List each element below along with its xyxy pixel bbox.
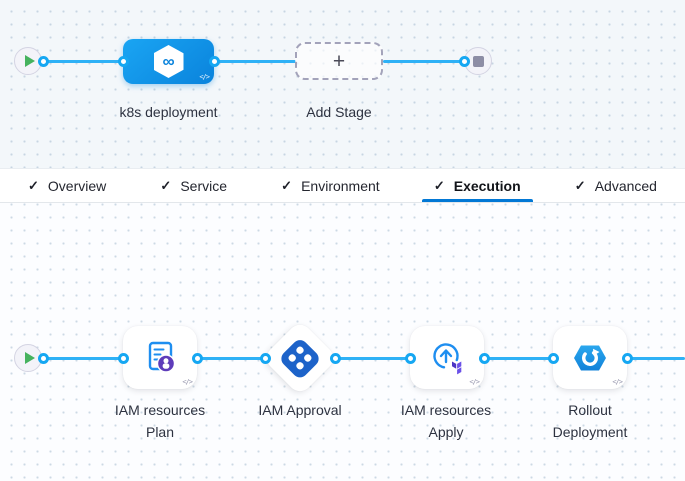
stop-icon: [472, 55, 484, 67]
stage-config-tabs: ✓ Overview ✓ Service ✓ Environment ✓ Exe…: [0, 168, 685, 203]
step-label: IAM resources Plan: [114, 402, 206, 440]
terraform-apply-icon: [433, 342, 462, 374]
stage-node-k8s-deployment[interactable]: ∞ </>: [123, 39, 214, 84]
check-icon: ✓: [433, 177, 445, 193]
tab-advanced[interactable]: ✓ Advanced: [563, 169, 669, 202]
code-toggle-icon: </>: [199, 73, 210, 81]
step-label: IAM resources Apply: [400, 402, 492, 440]
check-icon: ✓: [574, 177, 586, 193]
stage-label: k8s deployment: [119, 104, 218, 120]
step-in-port: [260, 352, 271, 364]
step-out-port: [191, 352, 203, 364]
connector-line: [214, 59, 296, 63]
play-icon: [24, 352, 35, 364]
start-out-port: [38, 352, 49, 364]
pipeline-start-node: [14, 47, 42, 75]
tab-service[interactable]: ✓ Service: [148, 169, 239, 202]
connector-line: [484, 356, 555, 360]
connector-line: [627, 356, 685, 360]
connector-line: [335, 356, 412, 360]
step-out-port: [330, 352, 341, 364]
connector-line: [197, 356, 266, 360]
tab-label: Environment: [301, 177, 380, 194]
connector-line: [383, 59, 464, 63]
tab-label: Advanced: [594, 177, 657, 194]
step-label: IAM Approval: [258, 402, 342, 418]
add-stage-label: Add Stage: [306, 104, 372, 120]
tab-label: Overview: [47, 177, 107, 194]
play-icon: [24, 55, 35, 67]
step-out-port: [621, 352, 633, 364]
code-toggle-icon: </>: [182, 378, 193, 386]
step-label: Rollout Deployment: [552, 402, 628, 440]
tab-overview[interactable]: ✓ Overview: [16, 169, 118, 202]
step-iam-resources-apply[interactable]: </>: [410, 326, 484, 389]
connector-line: [43, 59, 125, 63]
connector-line: [43, 356, 124, 360]
infinity-glyph: ∞: [162, 52, 175, 71]
step-in-port: [547, 352, 559, 364]
cd-stage-icon: ∞: [153, 45, 184, 78]
step-rollout-deployment[interactable]: </>: [553, 326, 627, 389]
approval-icon: [278, 336, 322, 380]
tab-execution[interactable]: ✓ Execution: [421, 169, 533, 202]
terraform-plan-icon: [148, 341, 176, 373]
code-toggle-icon: </>: [612, 378, 623, 386]
stage-out-port: [209, 55, 220, 67]
step-in-port: [404, 352, 416, 364]
tab-environment[interactable]: ✓ Environment: [269, 169, 392, 202]
end-in-port: [459, 55, 470, 67]
check-icon: ✓: [28, 177, 39, 193]
code-toggle-icon: </>: [469, 378, 480, 386]
step-out-port: [478, 352, 490, 364]
step-iam-resources-plan[interactable]: </>: [123, 326, 197, 389]
tab-label: Service: [180, 177, 228, 194]
tab-label: Execution: [453, 177, 521, 194]
execution-graph-canvas[interactable]: </> </>: [0, 203, 685, 481]
stage-graph-canvas[interactable]: ∞ </> + k8s deployment Add Stage: [0, 0, 685, 168]
check-icon: ✓: [160, 177, 172, 193]
step-in-port: [117, 352, 129, 364]
rollout-deployment-icon: [574, 345, 606, 370]
add-stage-button[interactable]: +: [295, 42, 383, 80]
stage-in-port: [117, 55, 129, 67]
step-iam-approval[interactable]: [261, 319, 339, 397]
check-icon: ✓: [281, 177, 293, 193]
plus-icon: +: [332, 49, 346, 73]
start-out-port: [38, 55, 49, 67]
